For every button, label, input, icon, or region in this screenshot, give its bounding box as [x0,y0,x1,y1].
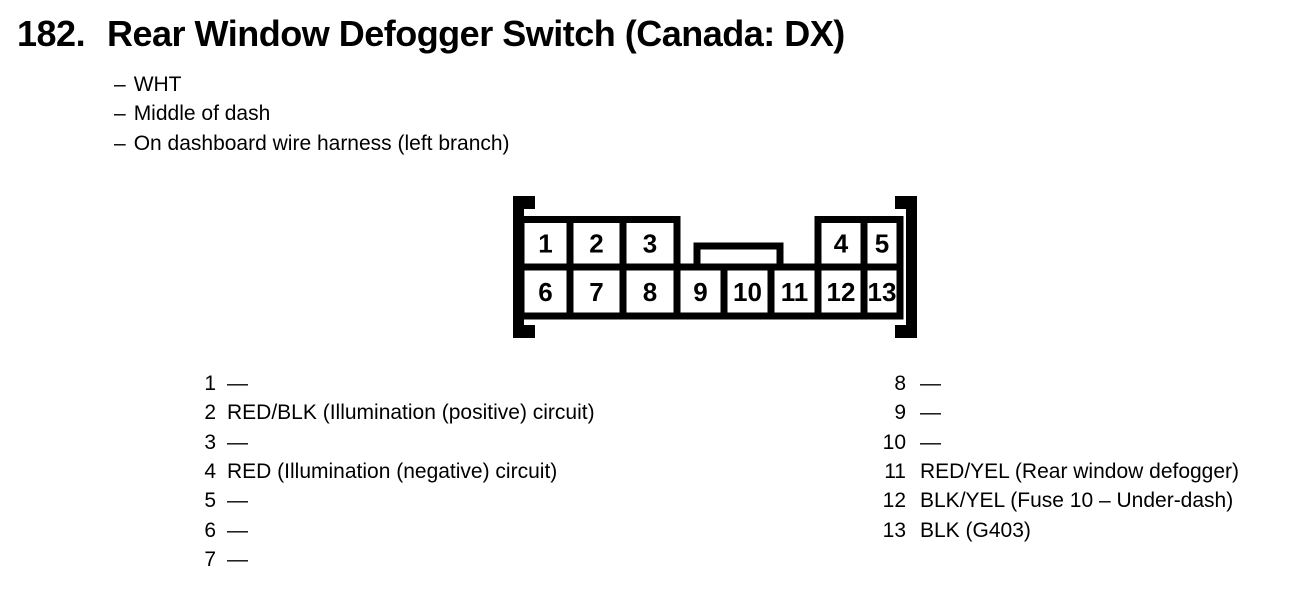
pin-row-13: 13 BLK (G403) [858,516,1239,545]
pin-label: — [920,401,941,425]
pin-row-10: 10 — [858,428,1239,457]
pin-label: — [227,548,248,572]
pin-number: 8 [894,372,906,395]
pin-label: BLK/YEL (Fuse 10 – Under-dash) [920,489,1234,513]
connector-cell-3 [619,216,681,271]
pin-row-7: 7 — [180,545,595,574]
section-header: 182. Rear Window Defogger Switch (Canada… [17,13,845,55]
connector-pin-7-label: 7 [589,277,603,307]
pin-number: 11 [884,460,906,484]
pin-number: 9 [894,401,906,425]
pin-number: 3 [204,430,216,454]
note-text: Middle of dash [133,102,271,126]
pin-list-right: 8 — 9 — 10 — 11 RED/YEL (Rear window def… [858,369,1239,545]
pin-label: — [920,430,941,454]
pin-row-8: 8 — [858,369,1239,398]
connector-pin-6-label: 6 [538,277,552,307]
note-text: WHT [133,73,182,96]
pin-label: RED/YEL (Rear window defogger) [920,460,1240,484]
connector-pin-9-label: 9 [693,277,707,307]
pin-number: 6 [204,518,216,542]
connector-pin-4-label: 4 [834,229,849,259]
pin-list-left: 1 — 2 RED/BLK (Illumination (positive) c… [180,369,595,574]
pin-number: 4 [204,460,216,484]
pin-label: — [920,372,941,395]
pin-label: — [227,489,248,513]
connector-pin-2-label: 2 [589,229,603,259]
pin-row-5: 5 — [180,486,595,515]
note-item: –On dashboard wire harness (left branch) [114,129,510,158]
pin-number: 12 [882,489,906,513]
pin-label: — [227,372,248,395]
connector-cell-5 [860,216,904,271]
dash-bullet: – [114,73,126,96]
pin-label: BLK (G403) [920,518,1031,542]
connector-diagram: 1 2 3 4 5 6 7 8 9 10 11 12 13 [513,196,917,338]
dash-bullet: – [114,131,126,155]
connector-pin-3-label: 3 [643,229,657,259]
note-text: On dashboard wire harness (left branch) [133,131,510,155]
connector-cell-7 [566,263,627,320]
connector-pin-10-label: 10 [733,277,762,307]
pin-number: 2 [204,401,216,425]
connector-pin-5-label: 5 [875,229,889,259]
dash-bullet: – [114,102,126,126]
connector-pin-12-label: 12 [827,277,856,307]
pin-number: 7 [204,548,216,572]
pin-label: — [227,518,248,542]
pin-row-4: 4 RED (Illumination (negative) circuit) [180,457,595,486]
pin-row-3: 3 — [180,428,595,457]
pin-label: RED/BLK (Illumination (positive) circuit… [227,401,595,425]
connector-svg: 1 2 3 4 5 6 7 8 9 10 11 12 13 [513,196,917,338]
connector-pin-11-label: 11 [781,277,809,307]
connector-right-ear [895,196,917,338]
notes-list: –WHT –Middle of dash –On dashboard wire … [114,70,510,158]
pin-row-2: 2 RED/BLK (Illumination (positive) circu… [180,398,595,427]
page-title: Rear Window Defogger Switch (Canada: DX) [107,13,845,54]
pin-number: 13 [882,518,906,542]
note-item: –WHT [114,70,510,99]
pin-row-6: 6 — [180,516,595,545]
connector-pin-13-label: 13 [868,277,897,307]
connector-cell-13 [860,263,904,320]
pin-label: — [227,430,248,454]
pin-row-9: 9 — [858,398,1239,427]
pin-row-11: 11 RED/YEL (Rear window defogger) [858,457,1239,486]
pin-row-1: 1 — [180,369,595,398]
note-item: –Middle of dash [114,99,510,128]
connector-pin-1-label: 1 [538,229,552,259]
pin-number: 10 [882,430,906,454]
section-number: 182. [17,13,86,54]
connector-cell-9 [673,263,728,320]
pin-number: 5 [204,489,216,513]
connector-pin-8-label: 8 [643,277,657,307]
pin-label: RED (Illumination (negative) circuit) [227,460,558,484]
pin-number: 1 [204,372,216,395]
pin-row-12: 12 BLK/YEL (Fuse 10 – Under-dash) [858,486,1239,515]
